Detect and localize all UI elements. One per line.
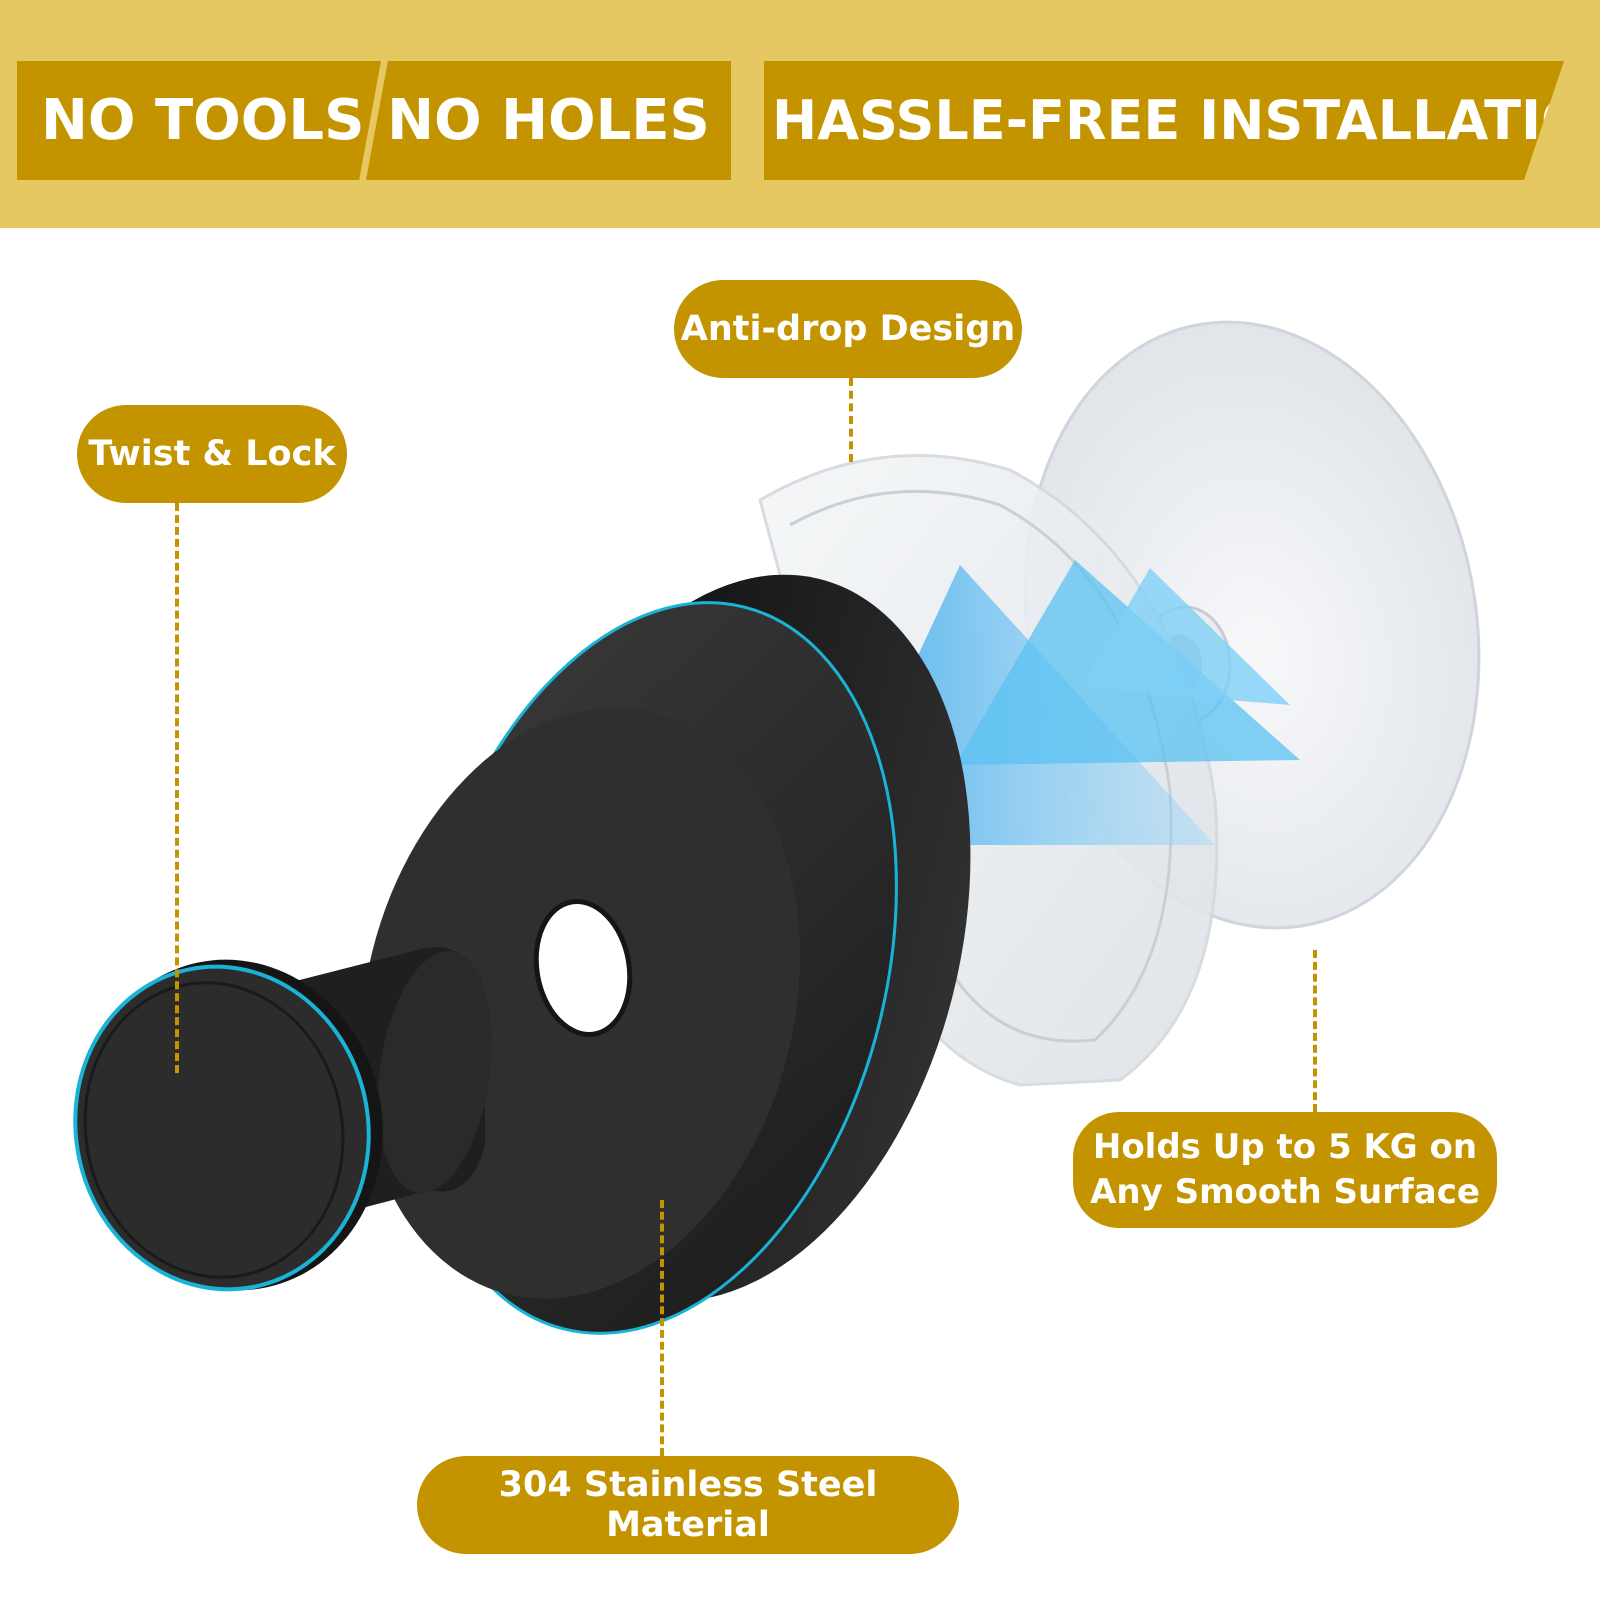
callout-holds-5kg: Holds Up to 5 KG on Any Smooth Surface <box>1073 1112 1497 1228</box>
callout-anti-drop-design: Anti-drop Design <box>674 280 1022 378</box>
callout-twist-lock: Twist & Lock <box>77 405 347 503</box>
product-illustration <box>73 320 1481 1335</box>
banner-tab-label: HASSLE-FREE INSTALLATION <box>772 89 1600 152</box>
leader-line-material <box>660 1200 664 1456</box>
callout-label: Twist & Lock <box>88 434 336 474</box>
callout-label-line1: Holds Up to 5 KG on <box>1092 1127 1478 1167</box>
banner-tab-no-holes: NO HOLES <box>366 61 731 180</box>
callout-label: 304 Stainless Steel Material <box>498 1465 878 1545</box>
banner-tab-no-tools: NO TOOLS <box>17 61 381 180</box>
leader-line-anti-drop <box>849 378 853 462</box>
callout-label: Anti-drop Design <box>680 309 1016 349</box>
leader-line-twist-lock <box>175 503 179 1073</box>
callout-stainless-steel: 304 Stainless Steel Material <box>417 1456 959 1554</box>
banner-tab-hassle-free: HASSLE-FREE INSTALLATION <box>764 61 1564 180</box>
leader-line-holds <box>1313 950 1317 1112</box>
banner-tab-label: NO HOLES <box>387 88 710 153</box>
callout-label-line2: Any Smooth Surface <box>1090 1172 1480 1212</box>
top-banner: NO TOOLS NO HOLES HASSLE-FREE INSTALLATI… <box>0 0 1600 228</box>
banner-tab-label: NO TOOLS <box>41 88 365 153</box>
hook-knob <box>73 947 493 1292</box>
